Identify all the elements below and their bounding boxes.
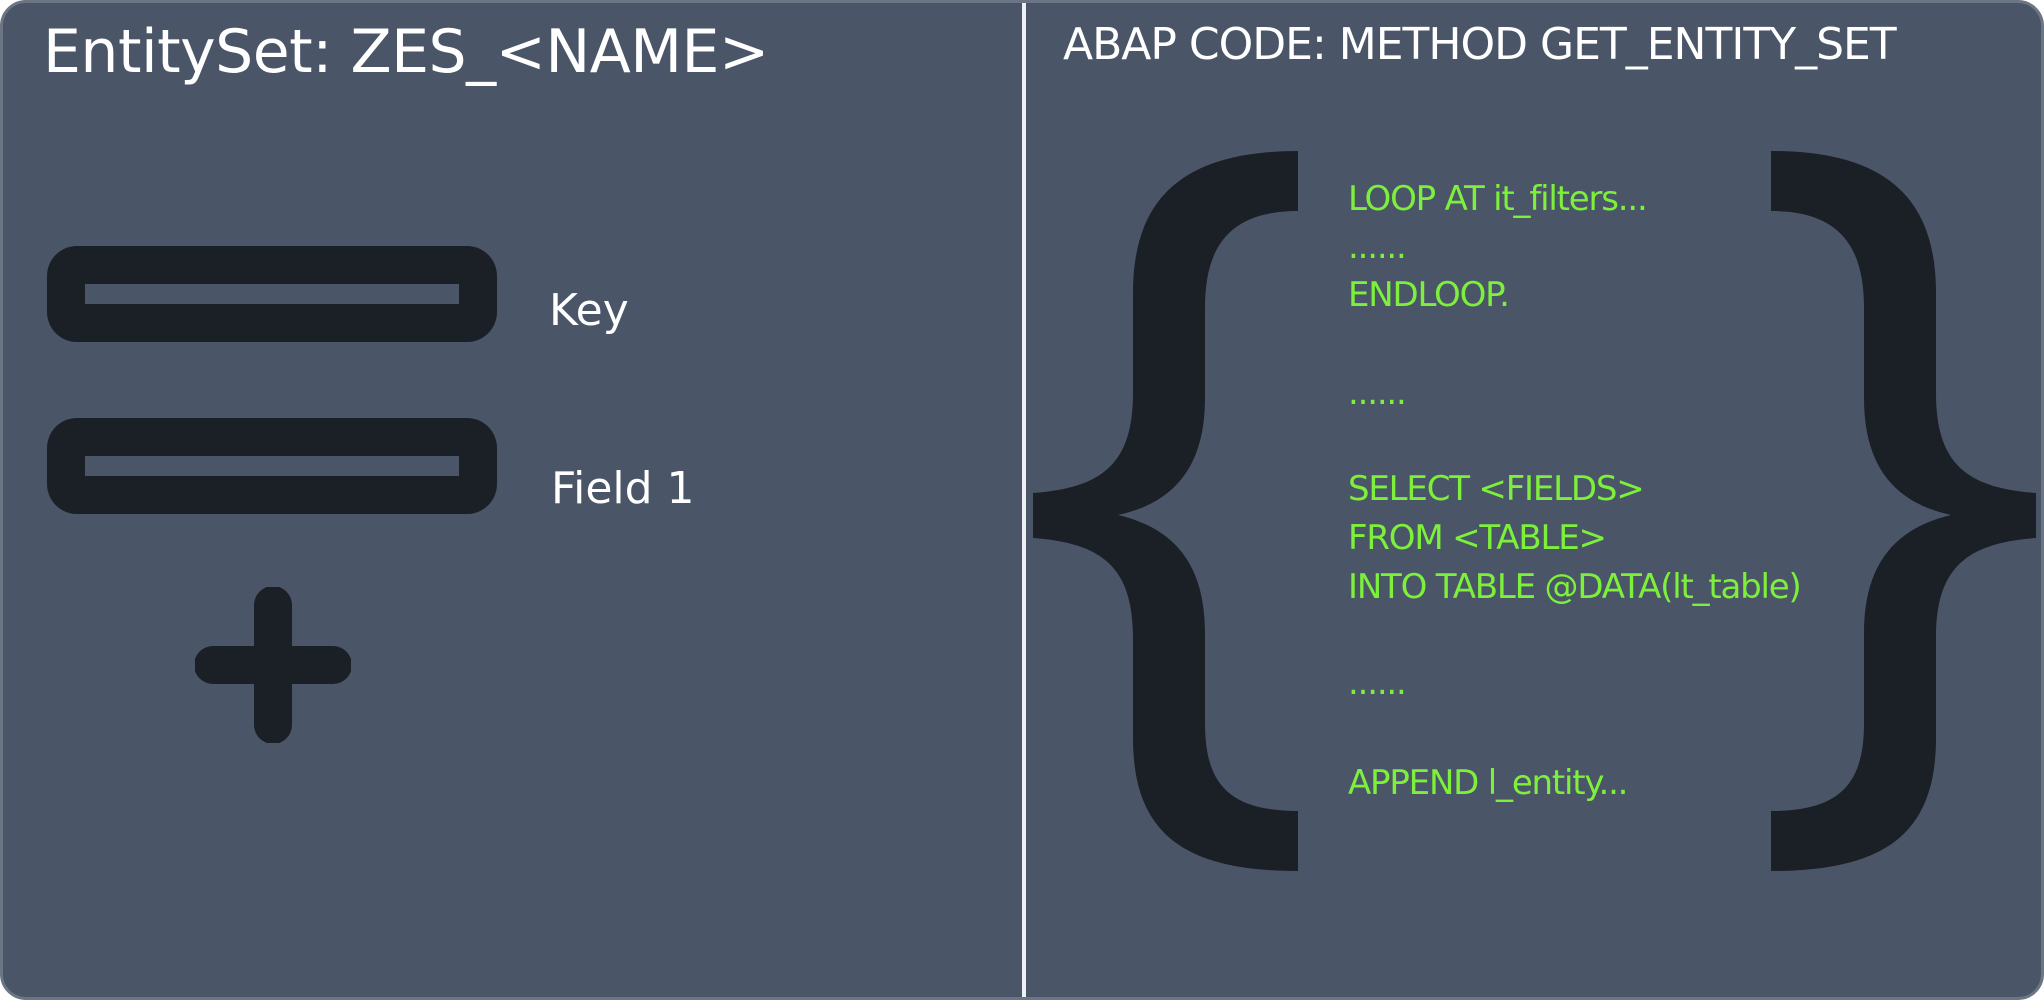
code-line-loop: LOOP AT it_filters... (1348, 179, 1648, 219)
key-field-box (47, 246, 497, 342)
abap-code-title: ABAP CODE: METHOD GET_ENTITY_SET (1063, 19, 1897, 70)
field1-label: Field 1 (551, 463, 695, 514)
code-line-endloop: ENDLOOP. (1348, 275, 1510, 315)
code-line-ellipsis-1: ...... (1348, 227, 1407, 267)
code-line-from: FROM <TABLE> (1348, 518, 1607, 558)
entityset-title: EntitySet: ZES_<NAME> (43, 17, 769, 87)
close-brace-icon (1771, 151, 2036, 871)
code-line-select: SELECT <FIELDS> (1348, 469, 1645, 509)
code-line-into: INTO TABLE @DATA(lt_table) (1348, 567, 1802, 607)
code-line-ellipsis-3: ...... (1348, 663, 1407, 703)
code-line-ellipsis-2: ...... (1348, 373, 1407, 413)
code-braces (1033, 151, 2036, 871)
field1-box (47, 418, 497, 514)
code-line-append: APPEND l_entity... (1348, 763, 1628, 803)
key-field-label: Key (549, 285, 629, 336)
panel-divider (1022, 3, 1026, 997)
open-brace-icon (1033, 151, 1298, 871)
plus-icon (195, 587, 351, 743)
